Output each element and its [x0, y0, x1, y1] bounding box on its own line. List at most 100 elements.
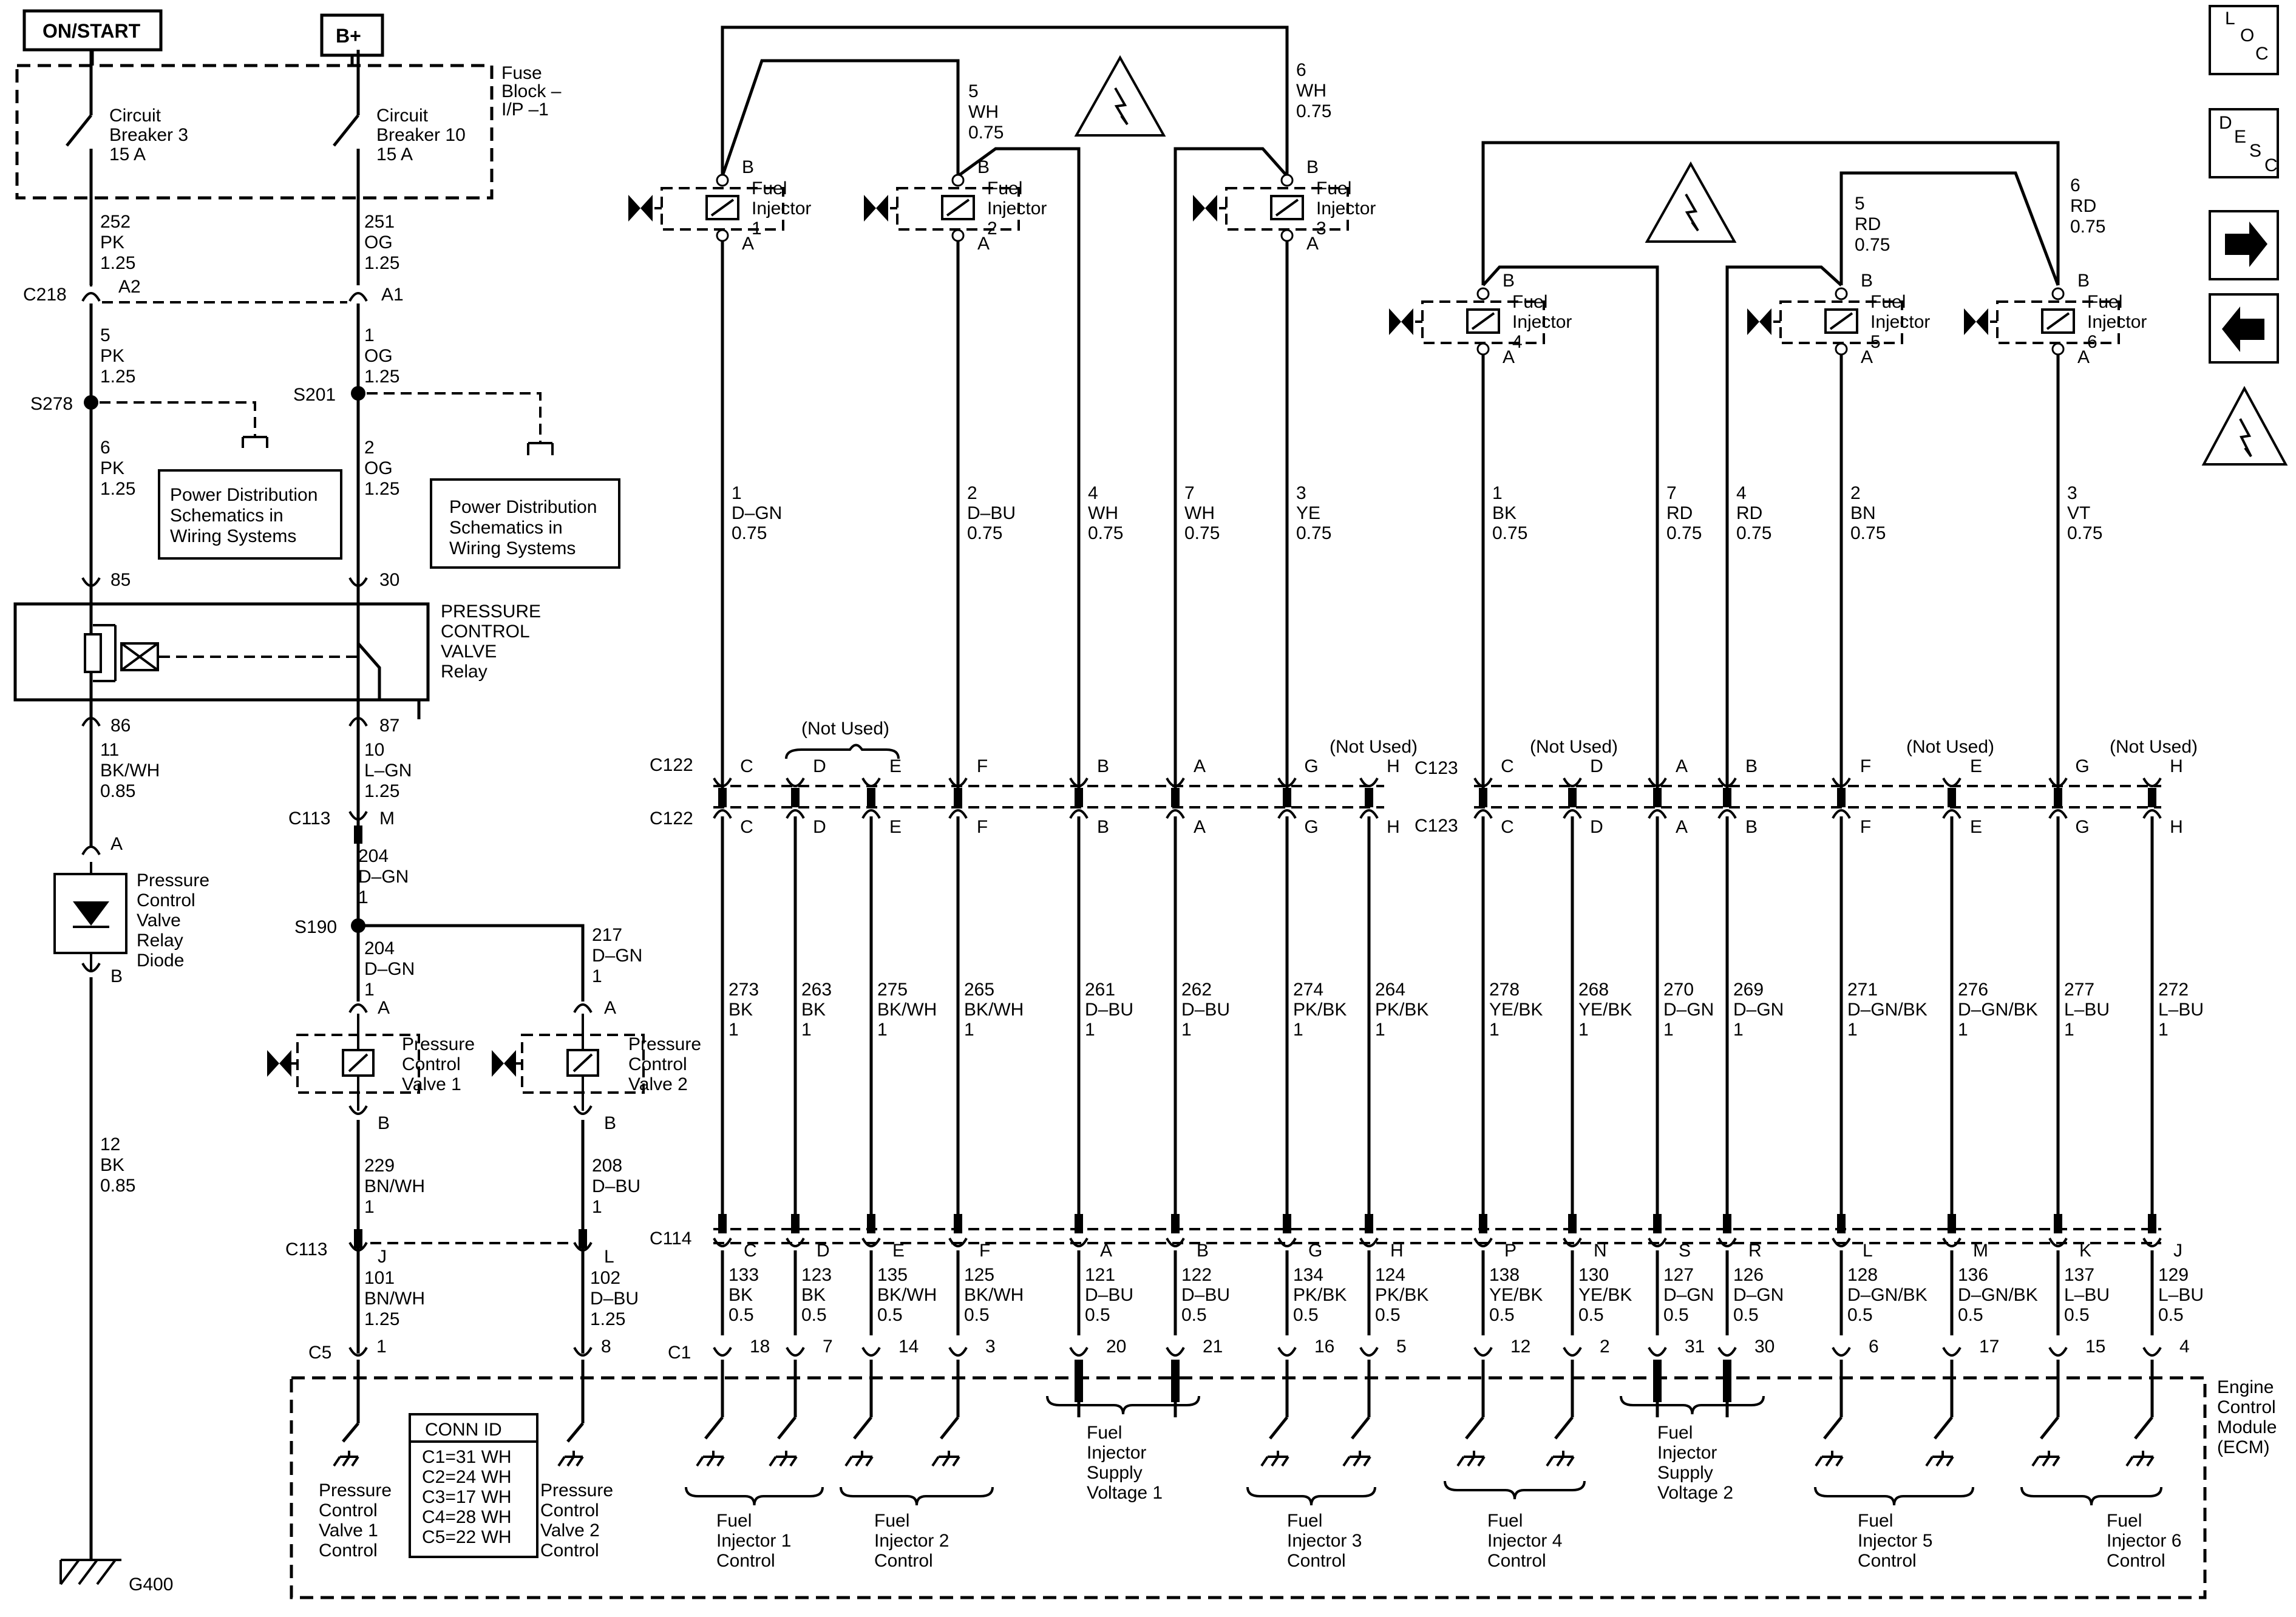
- c122-bottom-label: C122: [650, 808, 693, 829]
- s278-branch: [100, 401, 256, 437]
- column-3-c12x-pin: [867, 788, 875, 807]
- circuit-breaker-10-switch: [333, 114, 359, 147]
- column-3-c114-arc: [861, 1238, 881, 1247]
- column-9-c12x-bot-arc: [1473, 809, 1493, 819]
- column-3-c1-pin: 14: [898, 1337, 919, 1357]
- not-used-4: (Not Used): [1906, 737, 1994, 757]
- pcv2-b: B: [604, 1113, 616, 1133]
- c122-top-label: C122: [650, 755, 693, 775]
- loc-letter: O: [2240, 25, 2254, 46]
- ecm-low-side-switch: [1465, 1416, 1484, 1440]
- c218-arc: [81, 292, 101, 302]
- column-6-c114-arc: [1166, 1238, 1185, 1247]
- pcv2-b-arc: [573, 1105, 593, 1115]
- column-12-c12x-pin: [1723, 788, 1731, 807]
- ecm-ground: [2125, 1451, 2155, 1467]
- c114-label: C114: [650, 1229, 692, 1249]
- desc-letter: E: [2234, 127, 2246, 147]
- diode-triangle: [73, 901, 109, 926]
- fuel-injector-5-coil-slash: [1829, 312, 1853, 330]
- loc-letter: L: [2225, 8, 2235, 29]
- column-3-c114-pin: [867, 1214, 875, 1233]
- desc-button[interactable]: [2209, 108, 2279, 178]
- column-5-c12x-top-arc: [1069, 778, 1089, 787]
- column-1-c114-arc: [713, 1238, 732, 1247]
- column-13-c1-pin: 6: [1869, 1337, 1879, 1357]
- pcv1-actuator-symbol: [267, 1050, 291, 1077]
- column-13-c114-arc: [1832, 1238, 1851, 1247]
- ecm-ground: [1260, 1451, 1289, 1467]
- fuel-injector-4-dashed: [1421, 300, 1545, 344]
- conn-id-row: C2=24 WH: [422, 1467, 512, 1487]
- pcv1-coil-slash: [348, 1053, 369, 1073]
- ecm-ground: [931, 1451, 960, 1467]
- column-8-c12x-top-arc: [1359, 778, 1379, 787]
- column-6-c114-cavity: B: [1197, 1241, 1209, 1261]
- ecm-low-side-switch: [777, 1416, 796, 1440]
- relay-switch: [356, 604, 381, 700]
- column-12-c12x-bot-arc: [1717, 809, 1737, 819]
- column-11-c12x-top-arc: [1648, 778, 1667, 787]
- column-10-c114-arc: [1563, 1238, 1582, 1247]
- diode-a-label: A: [110, 834, 123, 854]
- pcv2-ecm-ground: [557, 1451, 584, 1467]
- column-15-c114-arc: [2048, 1238, 2068, 1247]
- l-label: L: [604, 1247, 614, 1267]
- c5-pin8: 8: [601, 1337, 611, 1357]
- c113-m-label: C113: [288, 808, 331, 829]
- loc-button[interactable]: [2209, 5, 2279, 75]
- not-used-1: (Not Used): [801, 719, 889, 739]
- column-5-c12x-bot-arc: [1069, 809, 1089, 819]
- column-9-c114-pin: [1479, 1214, 1487, 1233]
- p86-label: 86: [110, 716, 131, 736]
- fuel-injector-6-a-label: A: [2077, 347, 2090, 367]
- column-5-cavity-bottom: B: [1097, 817, 1109, 837]
- fuel-injector-6-b-label: B: [2077, 271, 2090, 291]
- column-10-c12x-bot-arc: [1563, 809, 1582, 819]
- fuse-block-outline: [15, 64, 494, 200]
- a2-label: A2: [118, 277, 141, 297]
- conn-id-title: CONN ID: [425, 1420, 502, 1440]
- s278-label: S278: [30, 394, 73, 414]
- desc-letter: S: [2249, 141, 2261, 161]
- column-14-cavity-top: E: [1970, 756, 1982, 776]
- column-1-cavity-top: C: [740, 756, 753, 776]
- column-15-c12x-pin: [2054, 788, 2062, 807]
- supply-pin: [1653, 1360, 1662, 1402]
- injector-b-terminal: [951, 174, 965, 187]
- bank2-supply-7rd: [1482, 265, 1659, 795]
- column-9-c1-arc: [1473, 1347, 1493, 1357]
- column-11-c12x-pin: [1653, 788, 1662, 807]
- column-10-cavity-bottom: D: [1590, 817, 1603, 837]
- c113-l-arc: [573, 1242, 593, 1252]
- column-7-c1-arc: [1277, 1347, 1297, 1357]
- injector-a-terminal: [1280, 229, 1294, 242]
- column-4-cavity-top: F: [977, 756, 988, 776]
- not-used-5: (Not Used): [2110, 737, 2198, 757]
- not-used-3: (Not Used): [1530, 737, 1618, 757]
- column-11-c1-arc: [1648, 1347, 1667, 1357]
- column-10-c114-cavity: N: [1594, 1241, 1607, 1261]
- column-13-cavity-bottom: F: [1860, 817, 1871, 837]
